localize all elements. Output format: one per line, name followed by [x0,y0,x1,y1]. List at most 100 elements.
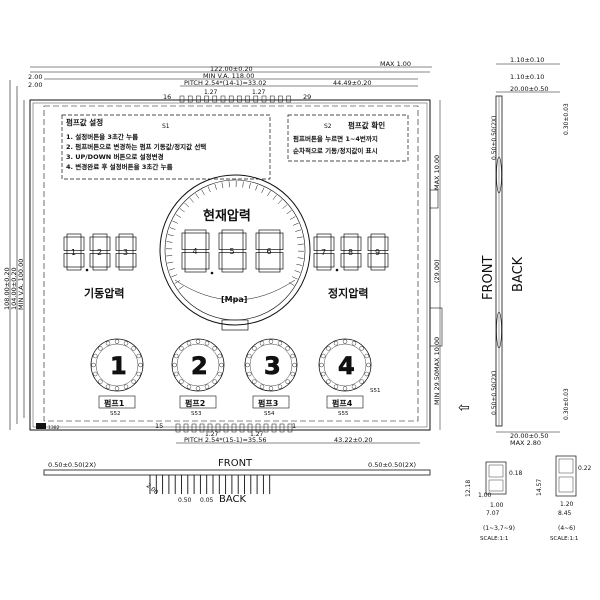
pump-dot [333,384,339,389]
pump-dot [277,341,283,346]
pump-dot [105,341,111,346]
digit-segment [367,236,372,251]
left-margin-top-label: 2.00 [28,73,42,81]
gauge-ticks [166,181,304,301]
gauge-tick [166,241,173,243]
gauge-tick [179,208,185,213]
pump-dot [174,371,179,377]
pump-dot [98,346,103,351]
digit-segment [330,236,335,251]
gauge-tick [228,181,230,188]
gauge-tick [207,186,211,193]
detail-b-dim-3: 8.45 [558,510,572,517]
pump-dot [321,371,326,377]
pump-dot [179,379,184,384]
top-pin [286,95,291,103]
bottom-pin-first: 15 [155,422,163,430]
bottom-pin [223,423,229,433]
digit-segment [132,236,137,251]
digit-segment [242,252,247,270]
top-pin [269,95,275,103]
bottom-angle: 2.00 [145,482,160,496]
digit-number: 3 [123,248,128,257]
digit-segment [92,266,108,271]
detail-a-dim-2: 1.00 [478,492,492,499]
pump-inner-ring [95,343,139,387]
digit-segment [370,266,386,271]
digit-segment [370,250,386,254]
digit-segment [106,236,111,251]
bottom-pin [271,423,277,433]
pin-first-label: 16 [163,93,171,101]
side-max-280: MAX 2.80 [510,439,541,447]
pump-dot [174,353,179,359]
gauge-tick [168,268,175,271]
digit-segment [118,233,134,238]
detail-a-dim-4: 7.07 [486,510,500,517]
digit-segment [384,236,389,251]
right-offset-bottom-label: 43.22±0.20 [334,436,373,444]
digit-segment [255,232,260,250]
digit-segment [63,253,68,268]
pump-dot [359,379,364,384]
gauge-tick [166,255,173,257]
detail-a-dim-1: 12.18 [465,480,472,497]
pump-ring [244,338,298,392]
pump-number: 3 [264,352,281,380]
digit-segment [218,252,223,270]
gauge-tick [292,222,299,226]
gauge-tick [289,216,296,220]
pump-dot [247,371,252,377]
pump-segment: S52 [110,411,121,417]
top-pin [245,95,250,103]
bottom-left-dim: 0.50±0.50(2X) [48,461,96,469]
digit-segment [221,229,244,234]
digit-number: 6 [267,247,272,256]
bottom-pin [263,423,269,433]
pump-dot [292,362,297,368]
gauge-tick [174,280,181,284]
pump-dot [366,362,371,368]
pump-dot [268,339,274,344]
pump-label: 펌프1 [104,398,125,408]
pitch-bottom-label: PITCH 2.54*(15-1)=35.56 [184,436,267,444]
check-box: 펌프값 확인 S2 펌프버튼을 누르면 1~4번까지 순차적으로 기동/정지값이… [287,114,409,162]
pump-dot [259,341,265,346]
instruction-line-4: 4. 변경완료 후 설정버튼을 3초간 누름 [66,162,173,171]
digit-segment [89,253,94,268]
bottom-pin [207,423,213,433]
digit-number: 2 [97,248,102,257]
detail-b: 14.57 1.20 8.45 0.22 (4~6) SCALE:1:1 [536,455,592,542]
pump-label: 펌프3 [258,398,278,408]
bottom-pin-width-1: 1.27 [205,431,219,438]
pump-inner-ring [323,343,367,387]
instructions-title: 펌프값 설정 [66,117,103,127]
gauge-tick [169,227,176,230]
gauge-tick [201,189,205,196]
detail-a-scale: SCALE:1:1 [480,536,508,542]
bottom-pin-strip [175,423,293,433]
detail-b-dim-2: 1.20 [560,501,574,508]
pump-dot [277,384,283,389]
bottom-pin [215,423,221,433]
digit-segment [80,253,85,268]
digit-segment [205,252,210,270]
pump-dot [195,386,201,391]
start-digit: 1 [63,233,85,271]
pump-dot [319,362,324,368]
digit-number: 4 [193,247,198,256]
pump-dot [212,346,217,351]
pump-segment: S54 [264,411,275,417]
digit-segment [242,232,247,250]
corner-code: 1382 [48,425,60,431]
pump-dot [342,386,348,391]
left-dimensions: 108.00±0.20 104.00±0.20 MIN V.A. 100.00 [3,80,25,430]
pump-dot [114,386,120,391]
top-pin [196,95,201,103]
bottom-pin [199,423,205,433]
detail-a: 12.18 1.00 1.00 7.07 0.18 (1~3,7~9) SCAL… [465,461,523,542]
gauge-tick [282,204,288,209]
digit-segment [340,253,345,268]
check-line-2: 순차적으로 기동/정지값이 표시 [293,146,378,155]
